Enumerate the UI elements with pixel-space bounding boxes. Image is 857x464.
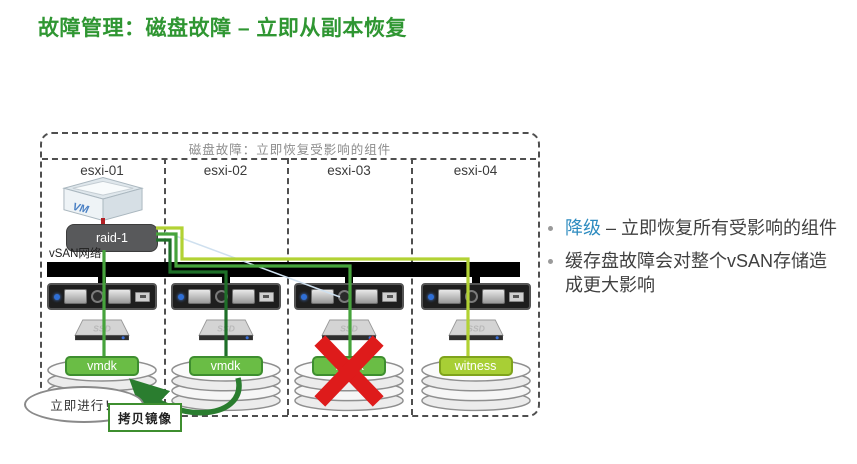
drive-bay — [481, 289, 505, 304]
power-led-icon — [54, 293, 60, 300]
svg-text:SSD: SSD — [340, 324, 358, 334]
copy-mirror-label: 拷贝镜像 — [108, 403, 183, 432]
svg-text:SSD: SSD — [217, 324, 235, 334]
drive-bay — [437, 289, 461, 304]
chassis-button-icon — [382, 291, 397, 302]
svg-text:SSD: SSD — [467, 324, 485, 334]
diagram-caption: 磁盘故障：立即恢复受影响的组件 — [188, 143, 392, 157]
ssd-icon: SSD — [447, 319, 504, 341]
server-chassis — [47, 283, 157, 310]
vm-raid-connector — [101, 218, 105, 226]
chassis-knob-icon — [464, 290, 478, 303]
chassis-button-icon — [508, 291, 524, 302]
vsan-network-label: vSAN网络 — [49, 248, 102, 260]
ssd-icon: SSD — [74, 319, 130, 341]
server-chassis — [420, 283, 531, 310]
chassis-knob-icon — [214, 290, 228, 303]
bullet-degraded: 降级 – 立即恢复所有受影响的组件 — [548, 217, 840, 241]
raid-1-node: raid-1 — [66, 224, 158, 252]
network-uplink — [471, 277, 480, 284]
chassis-knob-icon — [338, 290, 351, 303]
component-witness: witness — [438, 356, 513, 376]
drive-bay — [231, 289, 255, 304]
cluster-dashed-frame — [40, 132, 540, 417]
vm-icon: VM — [62, 177, 144, 222]
bullet-text: 缓存盘故障会对整个vSAN存储造成更大影响 — [565, 250, 828, 295]
server-chassis — [170, 283, 281, 310]
failure-x-icon — [314, 335, 384, 407]
host-name: esxi-04 — [453, 163, 498, 178]
bullet-list: 降级 – 立即恢复所有受影响的组件 缓存盘故障会对整个vSAN存储造成更大影响 — [548, 217, 840, 307]
drive-bay — [187, 289, 211, 304]
component-vmdk: vmdk — [188, 356, 263, 376]
server-chassis — [294, 283, 404, 310]
drive-bay — [64, 289, 87, 304]
power-led-icon — [177, 293, 184, 300]
vsan-network-bar — [47, 262, 520, 277]
columns-top-divider — [42, 158, 536, 160]
svg-text:SSD: SSD — [93, 324, 111, 334]
vsan-cluster-diagram: 磁盘故障：立即恢复受影响的组件 VM raid-1 vSAN网络 esxi-01 — [24, 132, 540, 432]
bullet-dot-icon — [548, 226, 553, 231]
host-name: esxi-01 — [80, 163, 124, 178]
drive-bay — [355, 289, 378, 304]
drive-bay — [108, 289, 131, 304]
host-name: esxi-02 — [203, 163, 248, 178]
host-name: esxi-03 — [327, 163, 371, 178]
host-column-esxi-01: esxi-01 SSD vmdk — [40, 132, 164, 417]
ssd-icon: SSD — [197, 319, 254, 341]
bullet-dot-icon — [548, 258, 553, 264]
component-vmdk: vmdk — [65, 356, 139, 376]
bullet-highlight: 降级 — [565, 218, 601, 238]
chassis-button-icon — [135, 291, 150, 302]
chassis-button-icon — [258, 291, 274, 302]
drive-bay — [311, 289, 334, 304]
page-title: 故障管理：磁盘故障 – 立即从副本恢复 — [38, 17, 407, 40]
bullet-text: – 立即恢复所有受影响的组件 — [606, 218, 838, 238]
power-led-icon — [301, 293, 307, 300]
bullet-cache-disk: 缓存盘故障会对整个vSAN存储造成更大影响 — [548, 250, 840, 298]
network-uplink — [98, 277, 106, 284]
power-led-icon — [427, 293, 434, 300]
chassis-knob-icon — [91, 290, 104, 303]
vm-icon-label: VM — [71, 201, 90, 217]
